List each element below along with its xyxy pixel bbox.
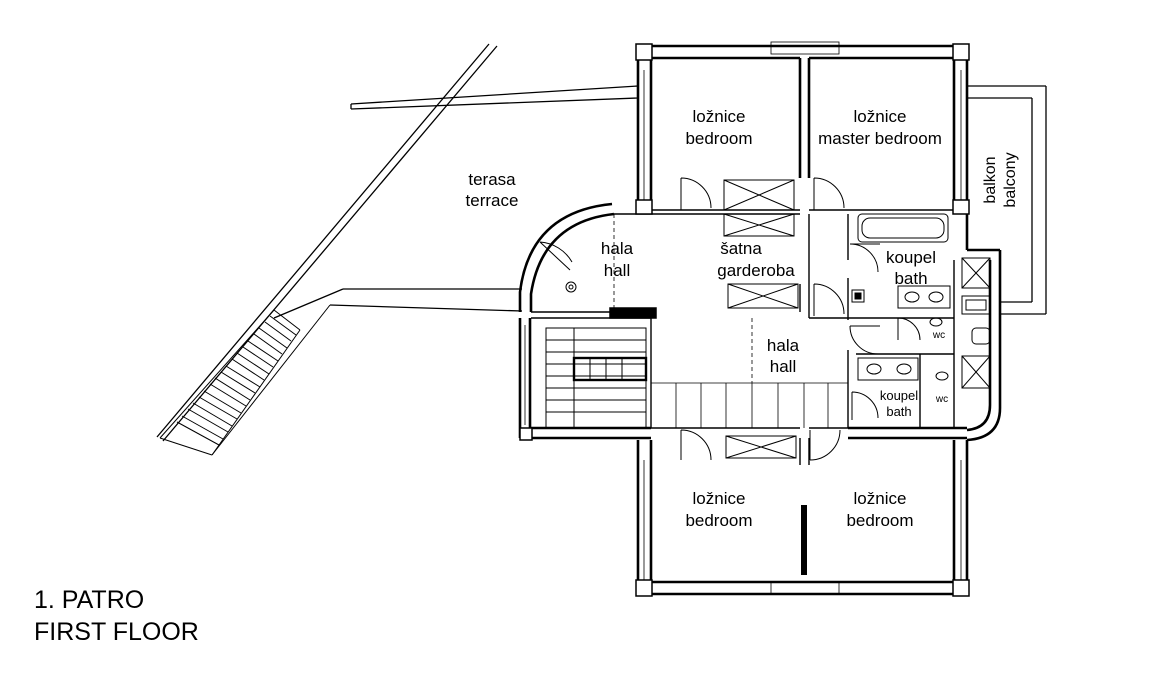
room-label-hall-center-cz: hala (767, 336, 800, 355)
hall-stair-lines (613, 214, 848, 428)
bathroom-fixtures (565, 213, 991, 381)
room-label-bedroom-se-cz: ložnice (854, 489, 907, 508)
room-label-master-bedroom-en: master bedroom (818, 129, 942, 148)
room-label-master-bedroom-cz: ložnice (854, 107, 907, 126)
floor-title-cz: 1. PATRO (34, 586, 145, 614)
floor-title-en: FIRST FLOOR (34, 618, 199, 646)
room-label-bath-main: koupel bath (886, 248, 936, 288)
room-label-hall-west-cz: hala (601, 239, 634, 258)
outdoor-staircase (159, 304, 331, 456)
room-label-bath-small-en: bath (886, 404, 911, 419)
room-label-hall-west-en: hall (604, 261, 630, 280)
room-label-balcony-en: balcony (1002, 152, 1019, 207)
windows (519, 41, 968, 595)
room-label-bedroom-nw-cz: ložnice (693, 107, 746, 126)
room-label-bedroom-sw-en: bedroom (685, 511, 752, 530)
room-label-wardrobe-en: garderoba (717, 261, 795, 280)
room-label-bedroom-sw: ložnice bedroom (685, 489, 752, 530)
room-label-bath-main-cz: koupel (886, 248, 936, 267)
room-label-terrace-en: terrace (466, 191, 519, 210)
room-label-master-bedroom: ložnice master bedroom (818, 107, 942, 148)
interior-staircase (545, 327, 648, 429)
room-label-bedroom-se-en: bedroom (846, 511, 913, 530)
floor-title: 1. PATRO FIRST FLOOR (34, 584, 199, 648)
wardrobe-units (723, 179, 991, 459)
room-label-bedroom-nw: ložnice bedroom (685, 107, 752, 148)
door-swings (539, 177, 921, 461)
room-label-terrace-cz: terasa (468, 170, 516, 189)
room-label-bedroom-se: ložnice bedroom (846, 489, 913, 530)
sliding-partition (801, 505, 807, 575)
room-label-balcony-cz: balkon (982, 156, 999, 203)
room-label-hall-west: hala hall (601, 239, 634, 280)
room-label-wardrobe: šatna garderoba (717, 239, 795, 280)
room-label-wc-2: wc (935, 394, 948, 405)
room-label-balcony: balkon balcony (982, 152, 1019, 207)
room-label-wc-1: wc (932, 330, 945, 341)
room-label-bedroom-sw-cz: ložnice (693, 489, 746, 508)
terrace-outline (156, 43, 639, 442)
room-label-hall-center: hala hall (767, 336, 800, 376)
room-label-bath-small-cz: koupel (880, 388, 918, 403)
room-label-terrace: terasa terrace (466, 170, 519, 210)
corner-posts (519, 43, 970, 597)
balcony-outline (967, 85, 1047, 315)
room-label-bedroom-nw-en: bedroom (685, 129, 752, 148)
room-label-wardrobe-cz: šatna (720, 239, 762, 258)
room-label-hall-center-en: hall (770, 357, 796, 376)
room-label-bath-small: koupel bath (880, 388, 918, 419)
room-label-bath-main-en: bath (894, 269, 927, 288)
